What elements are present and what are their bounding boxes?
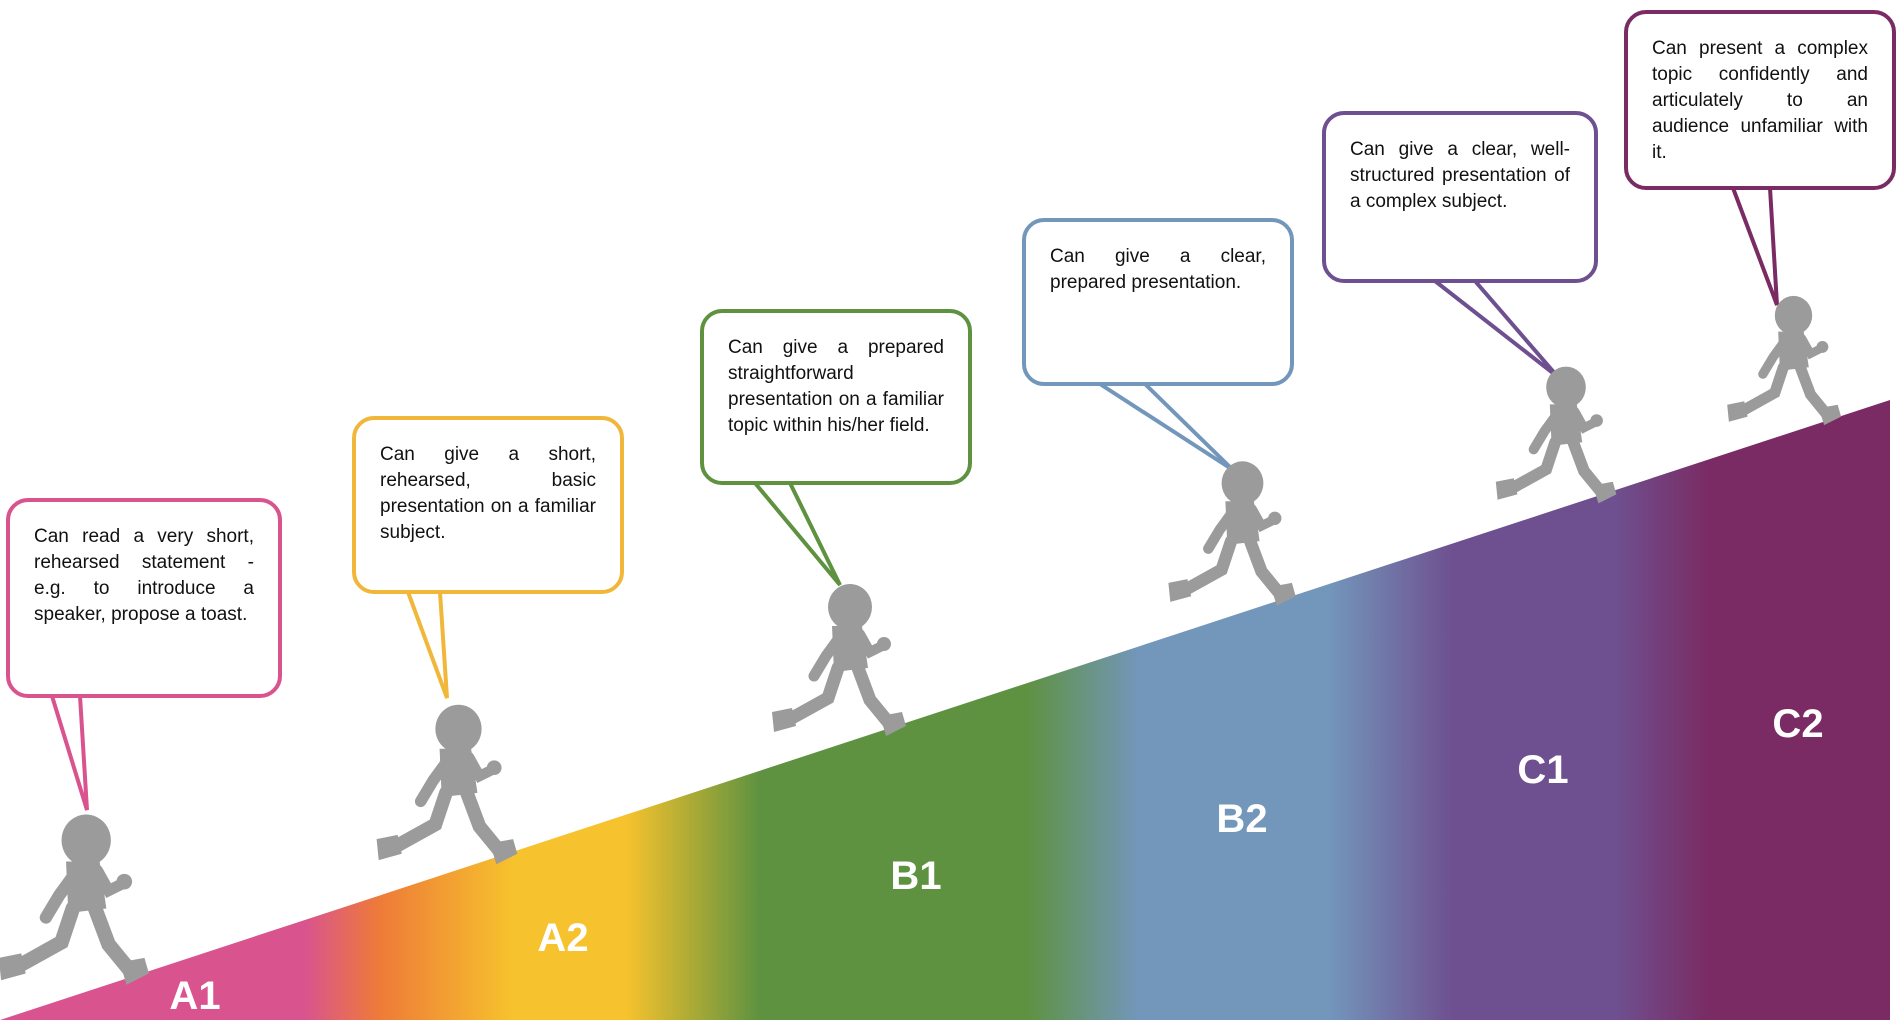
runner-figure-icon xyxy=(1727,295,1842,426)
runner-figure-icon xyxy=(772,584,906,736)
bubble-text-c2: Can present a complex topic confidently … xyxy=(1652,38,1868,163)
level-label-b1: B1 xyxy=(890,854,942,898)
speech-bubble-b1: Can give a prepared straightforward pres… xyxy=(700,309,972,485)
level-label-a2: A2 xyxy=(537,916,589,960)
bubble-text-a1: Can read a very short, rehearsed stateme… xyxy=(34,526,254,625)
level-label-c1: C1 xyxy=(1517,748,1569,792)
level-label-a1: A1 xyxy=(169,974,221,1018)
level-label-b2: B2 xyxy=(1216,797,1268,841)
speech-bubble-tail-c1 xyxy=(1429,279,1560,379)
speech-bubble-tail-c2 xyxy=(1730,186,1779,306)
bubble-text-b2: Can give a clear, prepared presentation. xyxy=(1050,246,1266,293)
bubble-text-a2: Can give a short, rehearsed, basic prese… xyxy=(380,444,596,543)
runner-figure-icon xyxy=(1495,366,1617,504)
level-label-c2: C2 xyxy=(1772,702,1824,746)
runner-figures xyxy=(0,295,1842,985)
runner-figure-icon xyxy=(376,704,518,865)
speech-bubble-b2: Can give a clear, prepared presentation. xyxy=(1022,218,1294,386)
bubble-text-b1: Can give a prepared straightforward pres… xyxy=(728,337,944,436)
runner-figure-icon xyxy=(1168,461,1296,606)
speech-bubble-tail-a2 xyxy=(405,590,449,699)
speech-bubble-a2: Can give a short, rehearsed, basic prese… xyxy=(352,416,624,594)
speech-bubble-tail-a1 xyxy=(49,694,89,811)
runner-figure-icon xyxy=(0,814,149,985)
speech-bubble-tail-b1 xyxy=(750,481,842,587)
bubble-text-c1: Can give a clear, well-structured presen… xyxy=(1350,139,1570,212)
speech-bubble-a1: Can read a very short, rehearsed stateme… xyxy=(6,498,282,698)
speech-bubble-c1: Can give a clear, well-structured presen… xyxy=(1322,111,1598,283)
speech-bubble-tail-b2 xyxy=(1093,382,1235,472)
ramp-triangle xyxy=(0,400,1890,1020)
speech-bubble-c2: Can present a complex topic confidently … xyxy=(1624,10,1896,190)
